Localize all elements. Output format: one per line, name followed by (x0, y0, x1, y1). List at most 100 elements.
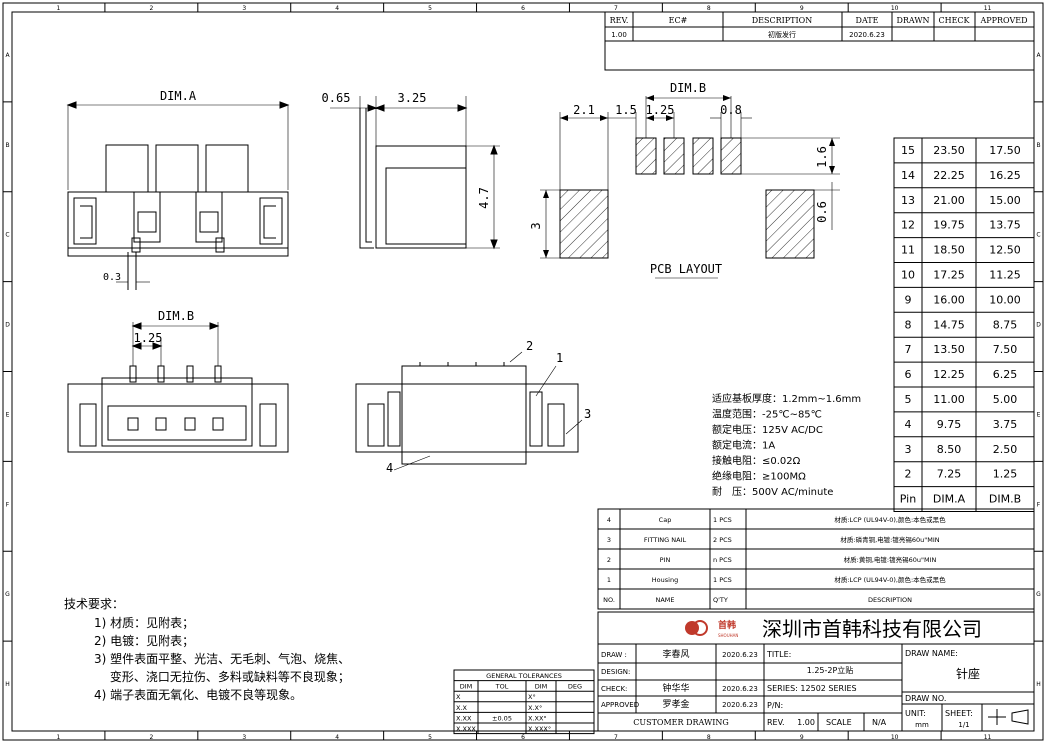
tol-cell: X° (528, 693, 536, 701)
pcb-dim-06: 0.6 (815, 201, 829, 223)
approved-header: APPROVED (979, 16, 1027, 25)
bom-description: 材质:LCP (UL94V-0),颜色:本色或黑色 (834, 515, 946, 524)
date-header: DATE (856, 16, 879, 25)
border-row-label: E (6, 411, 10, 418)
border-col-label-bottom: 6 (521, 734, 525, 741)
dim-table-dima: 8.50 (937, 443, 962, 456)
top-pitch: 1.25 (134, 331, 163, 345)
border-row-label: G (5, 591, 10, 598)
rev-description: 初版发行 (768, 30, 796, 39)
pn-label: P/N: (767, 701, 783, 710)
approved-date: 2020.6.23 (722, 701, 758, 709)
notes-item: 1) 材质：见附表； (94, 616, 194, 630)
border-row-label-right: B (1036, 142, 1040, 149)
spec-line: 接触电阻：≤0.02Ω (712, 454, 801, 467)
pcb-dim-08: 0.8 (720, 103, 742, 117)
approved-name: 罗孝金 (662, 698, 689, 710)
tol-cell: X.X° (528, 704, 542, 712)
tol-cell: X.XXX (456, 725, 476, 733)
spec-line: 适应基板厚度：1.2mm~1.6mm (712, 392, 861, 405)
notes-item: 3) 塑件表面平整、光洁、无毛刺、气泡、烧焦、 (94, 651, 350, 666)
rev-date: 2020.6.23 (849, 31, 885, 39)
check-label: CHECK: (601, 685, 627, 693)
pcb-layout (540, 95, 840, 279)
front-view (66, 101, 290, 290)
border-row-label-right: G (1036, 591, 1041, 598)
dim-table-dimb: 6.25 (993, 368, 1018, 381)
bom-header-description: DESCRIPTION (868, 596, 912, 604)
dim-table-pin: 8 (905, 318, 912, 331)
border-col-label-bottom: 7 (614, 734, 618, 741)
border-col-label: 7 (614, 5, 618, 12)
sheet-label: SHEET: (945, 709, 973, 718)
border-col-label: 1 (57, 5, 61, 12)
dim-table-dimb: 10.00 (989, 293, 1021, 306)
dim-table-header-pin: Pin (900, 493, 916, 506)
tol-header: DIM (535, 683, 548, 691)
draw-date: 2020.6.23 (722, 651, 758, 659)
side-offset: 0.65 (322, 91, 351, 105)
pcb-dim-3: 3 (529, 222, 543, 229)
check-date: 2020.6.23 (722, 685, 758, 693)
dim-table-dimb: 15.00 (989, 194, 1021, 207)
dim-table-dima: 13.50 (933, 343, 965, 356)
bom-description: 材质:磷青铜,电镀:镀亮锡60u"MIN (840, 535, 939, 544)
series-label: SERIES: 12502 SERIES (767, 684, 857, 693)
check-name: 钟华华 (662, 682, 689, 694)
dim-table-dima: 7.25 (937, 468, 962, 481)
bom-description: 材质:LCP (UL94V-0),颜色:本色或黑色 (834, 575, 946, 584)
dim-table-pin: 9 (905, 293, 912, 306)
border-col-label: 6 (521, 5, 525, 12)
pcb-dim-21: 2.1 (573, 103, 595, 117)
balloon-1: 1 (556, 351, 563, 365)
dim-table-dimb: 7.50 (993, 343, 1018, 356)
tol-cell: X (456, 693, 461, 701)
dim-table-frame (893, 137, 1035, 512)
border-col-label: 8 (707, 5, 711, 12)
tol-cell: X.XX° (528, 714, 547, 722)
dim-table-dima: 12.25 (933, 368, 965, 381)
pcb-dim-15: 1.5 (615, 103, 637, 117)
bom-qty: 1 PCS (713, 516, 732, 524)
dim-table-dima: 18.50 (933, 244, 965, 257)
dim-table-dima: 23.50 (933, 144, 965, 157)
pcb-dim-125: 1.25 (646, 103, 675, 117)
drawn-header: DRAWN (896, 16, 929, 25)
border-col-label-bottom: 10 (891, 734, 899, 741)
spec-line: 额定电流：1A (712, 439, 775, 452)
dim-table-dimb: 17.50 (989, 144, 1021, 157)
dim-table-header-dima: DIM.A (933, 493, 966, 506)
dim-table-pin: 13 (901, 194, 915, 207)
check-header: CHECK (938, 16, 970, 25)
bom-frame (597, 508, 1035, 610)
dim-table-dima: 22.25 (933, 169, 965, 182)
approved-label: APPROVED (601, 701, 639, 709)
dim-table-pin: 11 (901, 244, 915, 257)
dim-table-dimb: 8.75 (993, 318, 1018, 331)
dim-table-dimb: 1.25 (993, 468, 1018, 481)
balloon-3: 3 (584, 407, 591, 421)
border-col-label-bottom: 5 (428, 734, 432, 741)
rev-label: REV. (767, 718, 785, 727)
spec-line: 温度范围：-25℃~85℃ (712, 408, 822, 421)
dim-table-dimb: 13.75 (989, 219, 1021, 232)
border-col-label: 10 (891, 5, 899, 12)
title-label: TITLE: (766, 650, 791, 659)
tol-cell: ±0.05 (492, 714, 512, 722)
revision-block: REV. EC# DESCRIPTION DATE DRAWN CHECK AP… (604, 11, 1035, 71)
border-col-label-bottom: 11 (984, 734, 992, 741)
draw-name: 李春风 (662, 648, 689, 660)
rev-header: REV. (610, 16, 629, 25)
border-row-label-right: F (1037, 501, 1041, 508)
title-block (597, 611, 1035, 732)
bom-name: PIN (660, 556, 671, 564)
projection-symbol (988, 709, 1029, 725)
sheet-value: 1/1 (958, 721, 969, 729)
bom-no: 1 (607, 576, 611, 584)
top-view (67, 322, 289, 453)
bom-qty: 2 PCS (713, 536, 732, 544)
tol-header: DIM (460, 683, 473, 691)
bom-no: 3 (607, 536, 611, 544)
